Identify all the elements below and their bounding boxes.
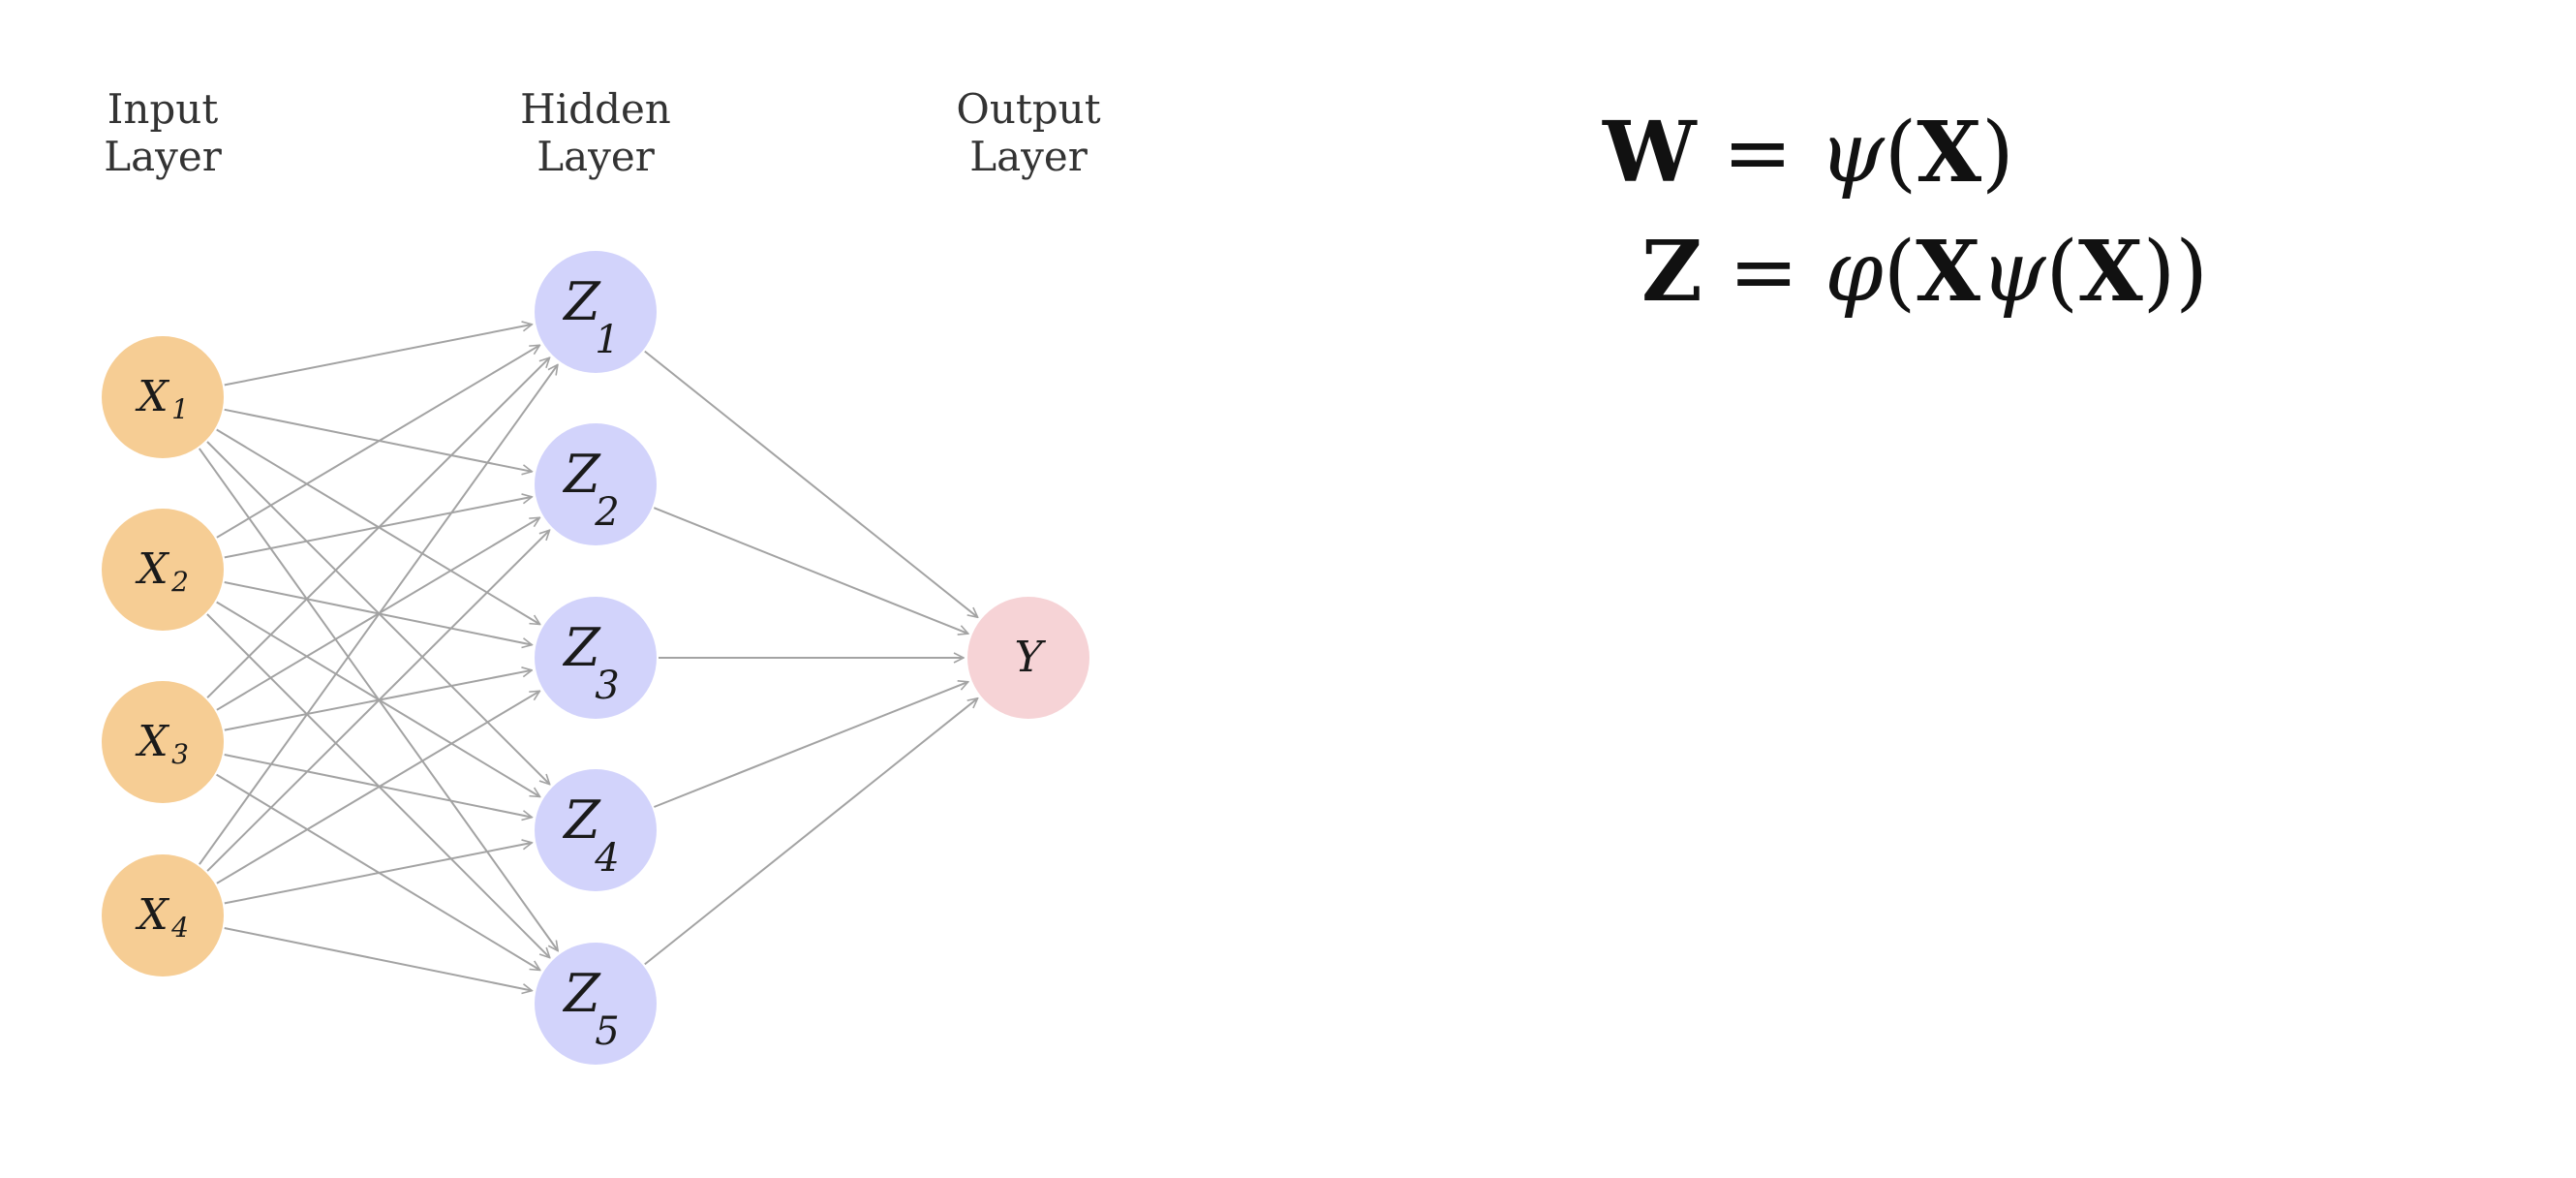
equation-w: W = ψ(X) bbox=[1603, 111, 2014, 196]
edge-x2-z1 bbox=[216, 345, 540, 539]
edge-z1-y bbox=[644, 350, 978, 618]
node-label-z3: Z bbox=[562, 617, 601, 678]
eq1-equals: = bbox=[1696, 105, 1820, 202]
eq2-equals: = bbox=[1702, 224, 1825, 321]
eq1-arg: X bbox=[1917, 104, 1982, 202]
edge-x4-z5 bbox=[224, 927, 533, 991]
eq2-fn: φ bbox=[1825, 224, 1884, 321]
node-circle-x2 bbox=[102, 509, 224, 631]
layer-titles: Input Layer Hidden Layer Output Layer bbox=[104, 85, 1100, 180]
node-subscript-x1: 1 bbox=[171, 393, 189, 425]
edge-z5-y bbox=[644, 698, 978, 966]
eq2-arg2: X bbox=[2078, 223, 2143, 321]
node-label-z1: Z bbox=[562, 271, 601, 332]
node-circle-y bbox=[967, 597, 1089, 719]
node-label-x1: X bbox=[135, 372, 169, 421]
eq2-arg1: X bbox=[1916, 223, 1981, 321]
eq2-close2: )) bbox=[2142, 224, 2208, 321]
edge-x1-z1 bbox=[224, 325, 533, 387]
eq1-close: ) bbox=[1981, 105, 2014, 202]
node-label-x2: X bbox=[135, 544, 169, 594]
output-layer-title-line2: Layer bbox=[969, 133, 1089, 180]
node-label-y: Y bbox=[1014, 633, 1046, 682]
connections bbox=[198, 325, 978, 991]
node-circle-z2 bbox=[535, 423, 657, 545]
node-subscript-x4: 4 bbox=[170, 912, 189, 944]
node-circle-x4 bbox=[102, 854, 224, 976]
node-subscript-z3: 3 bbox=[595, 664, 619, 708]
node-label-x4: X bbox=[135, 890, 169, 940]
eq1-open: ( bbox=[1884, 105, 1917, 202]
node-circle-z4 bbox=[535, 769, 657, 891]
eq2-open2: ( bbox=[2045, 224, 2079, 321]
node-subscript-z4: 4 bbox=[594, 836, 619, 881]
hidden-layer-title-line1: Hidden bbox=[520, 85, 671, 133]
node-label-z2: Z bbox=[562, 444, 601, 505]
node-z5: Z5 bbox=[535, 943, 657, 1065]
eq1-lhs: W bbox=[1603, 104, 1697, 202]
node-circle-x3 bbox=[102, 681, 224, 803]
edge-z4-y bbox=[654, 682, 967, 808]
eq2-lhs: Z bbox=[1641, 223, 1702, 321]
edge-z2-y bbox=[653, 507, 968, 634]
equation-z: Z = φ(Xψ(X)) bbox=[1641, 231, 2208, 315]
node-label-x3: X bbox=[135, 717, 169, 766]
input-layer-title-line2: Layer bbox=[104, 133, 223, 180]
edge-x4-z2 bbox=[206, 530, 549, 872]
hidden-layer-title-line2: Layer bbox=[537, 133, 656, 180]
node-circle-x1 bbox=[102, 336, 224, 458]
node-y: Y bbox=[967, 597, 1089, 719]
node-subscript-x3: 3 bbox=[171, 738, 189, 770]
edge-x3-z4 bbox=[224, 754, 533, 818]
node-subscript-z2: 2 bbox=[594, 490, 619, 535]
eq1-fn: ψ bbox=[1819, 105, 1885, 202]
node-subscript-x2: 2 bbox=[170, 566, 189, 598]
node-z3: Z3 bbox=[535, 597, 657, 719]
node-label-z5: Z bbox=[562, 963, 601, 1024]
node-z2: Z2 bbox=[535, 423, 657, 545]
edge-x4-z1 bbox=[199, 364, 558, 865]
node-circle-z5 bbox=[535, 943, 657, 1065]
node-z4: Z4 bbox=[535, 769, 657, 891]
edge-x4-z3 bbox=[216, 691, 540, 884]
edge-x3-z1 bbox=[206, 357, 549, 698]
output-layer-title-line1: Output bbox=[956, 85, 1100, 133]
eq2-fn2: ψ bbox=[1980, 224, 2046, 321]
input-layer-title-line1: Input bbox=[107, 85, 219, 133]
node-label-z4: Z bbox=[562, 790, 601, 851]
node-subscript-z1: 1 bbox=[595, 318, 619, 362]
node-z1: Z1 bbox=[535, 251, 657, 373]
node-circle-z1 bbox=[535, 251, 657, 373]
node-circle-z3 bbox=[535, 597, 657, 719]
node-subscript-z5: 5 bbox=[595, 1009, 619, 1054]
edge-x4-z4 bbox=[224, 843, 533, 905]
eq2-open: ( bbox=[1883, 224, 1917, 321]
